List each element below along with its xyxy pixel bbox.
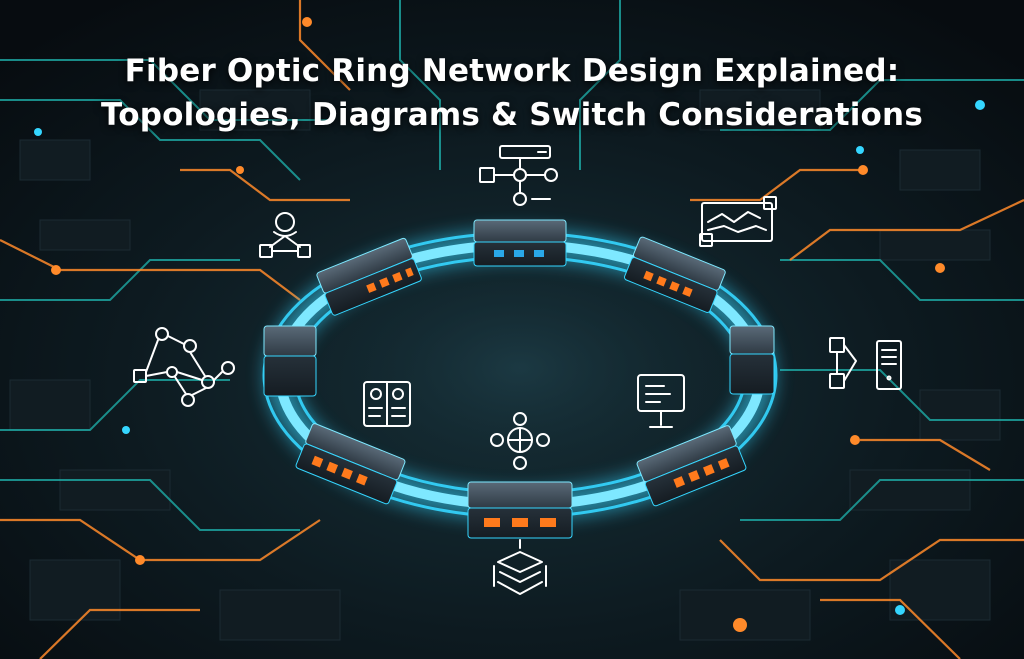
ring-floor [270, 218, 770, 518]
circuit-board-pattern [9, 89, 1001, 641]
hierarchy-tree-icon [479, 145, 558, 206]
title-line-2: Topologies, Diagrams & Switch Considerat… [101, 96, 923, 133]
switch-bottom-left [295, 423, 406, 505]
switch-top-left [316, 237, 422, 316]
mesh-network-icon [133, 327, 235, 407]
switch-bottom [467, 481, 573, 539]
trend-chart-icon [699, 196, 777, 247]
switch-left [263, 325, 317, 397]
page-title: Fiber Optic Ring Network Design Explaine… [0, 49, 1024, 137]
switch-top-right [624, 236, 726, 313]
flowchart-server-icon [829, 337, 902, 390]
teal-circuit-traces [0, 0, 1024, 531]
user-network-icon [259, 212, 311, 258]
switch-top [473, 219, 567, 267]
circuit-dots [34, 17, 985, 632]
control-panel-icon [363, 381, 411, 427]
switch-right [729, 325, 775, 395]
title-line-1: Fiber Optic Ring Network Design Explaine… [124, 52, 900, 89]
layers-stack-icon [493, 539, 547, 595]
hub-node-icon [490, 412, 550, 470]
monitor-icon [637, 374, 685, 428]
switch-bottom-right [636, 425, 747, 507]
